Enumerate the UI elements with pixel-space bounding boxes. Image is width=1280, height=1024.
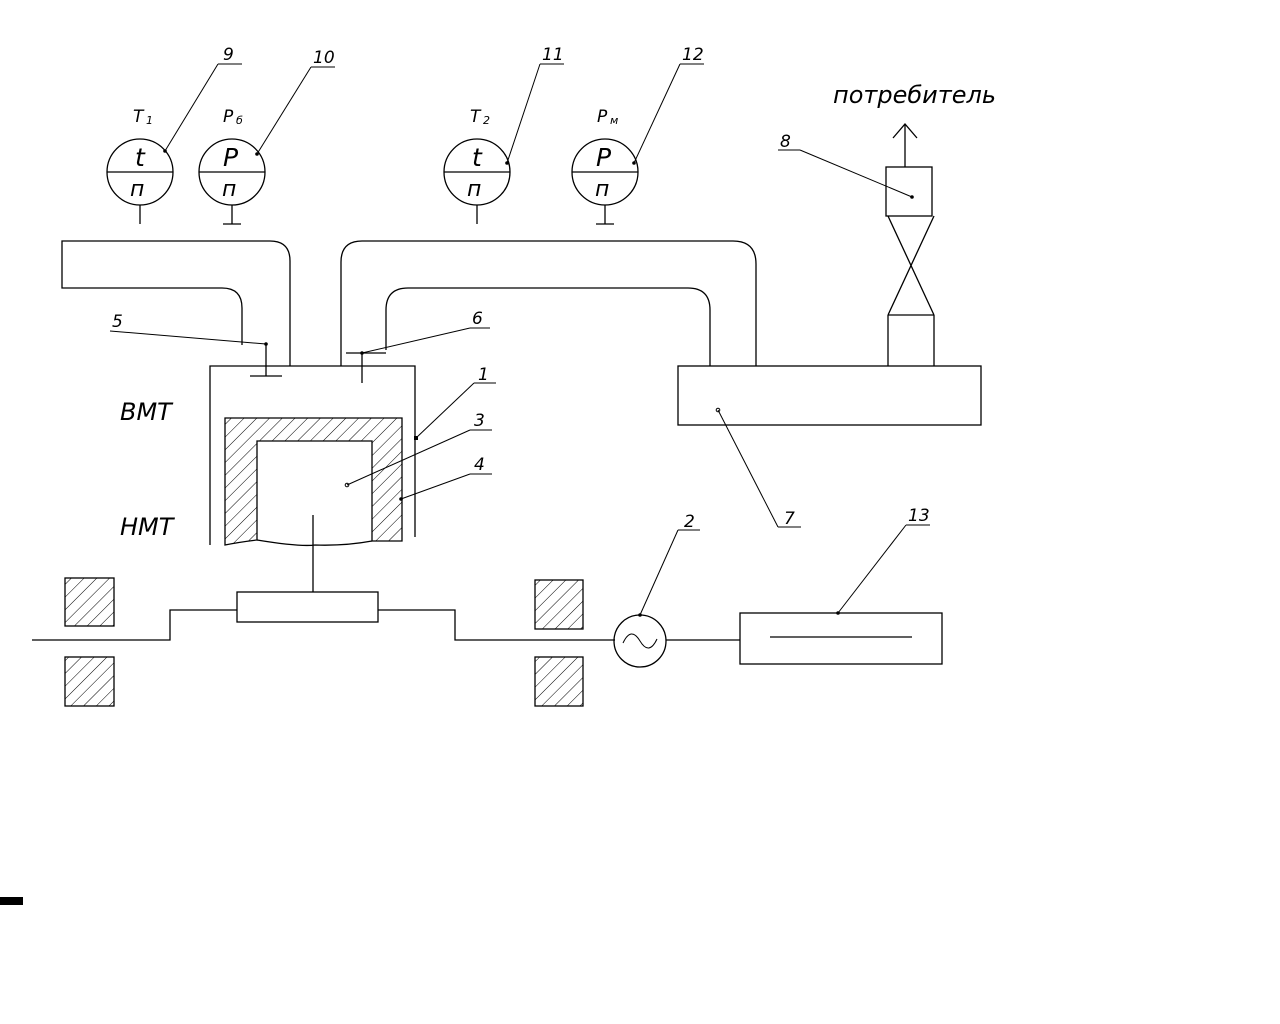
gauge-t2-name: T (470, 107, 482, 127)
callout-label-4: 4 (474, 455, 485, 475)
callout-label-7: 7 (784, 509, 795, 529)
gauge-pm: P п P м (571, 107, 639, 225)
arrow-up-icon (892, 123, 918, 139)
gauge-t2: t п T 2 (443, 107, 511, 224)
gauge-pb: P п P б (198, 107, 266, 225)
gauge-pm-top-symbol: P (596, 143, 612, 172)
callout-3: 3 (344, 411, 492, 488)
callout-4: 4 (399, 455, 492, 501)
callout-label-5: 5 (112, 312, 123, 332)
piston (256, 515, 373, 592)
callout-label-12: 12 (682, 45, 704, 65)
gauge-t1-name: T (133, 107, 145, 127)
callout-8: 8 (778, 132, 914, 199)
gauge-pb-name: P (223, 107, 234, 127)
piston-insulation (224, 417, 403, 546)
generator (613, 614, 667, 668)
cylinder (209, 365, 416, 545)
callout-label-3: 3 (474, 411, 485, 431)
gauge-pb-subscript: б (236, 114, 243, 127)
callout-label-13: 13 (908, 506, 930, 526)
edge-marker (0, 897, 23, 905)
callout-11: 11 (505, 45, 564, 165)
receiver (677, 365, 982, 426)
callout-5: 5 (109, 312, 268, 346)
callout-label-9: 9 (223, 45, 234, 65)
crankshaft (32, 591, 740, 641)
tdc-label: ВМТ (120, 398, 174, 426)
consumer-line (885, 124, 935, 366)
callout-label-8: 8 (780, 132, 791, 152)
bearing-supports (64, 577, 584, 707)
exhaust-valve (346, 352, 386, 383)
gauge-pm-subscript: м (610, 114, 618, 127)
callout-label-1: 1 (478, 365, 489, 385)
gauge-pb-top-symbol: P (223, 143, 239, 172)
callout-13: 13 (836, 506, 930, 615)
intake-pipe (61, 240, 291, 366)
gauge-t1-subscript: 1 (146, 114, 153, 127)
load-resistor (739, 612, 943, 665)
callout-2: 2 (638, 512, 700, 617)
gauge-pb-bottom-symbol: п (222, 177, 236, 202)
intake-valve (250, 344, 282, 377)
callout-9: 9 (163, 45, 242, 153)
callout-7: 7 (715, 407, 801, 529)
gauge-t2-top-symbol: t (472, 143, 483, 172)
gauge-t2-bottom-symbol: п (467, 177, 481, 202)
bdc-label: НМТ (120, 513, 176, 541)
gauge-t2-subscript: 2 (483, 114, 490, 127)
gauge-pm-bottom-symbol: п (595, 177, 609, 202)
callout-label-6: 6 (472, 309, 483, 329)
callout-label-10: 10 (313, 48, 335, 68)
gauge-t1-bottom-symbol: п (130, 177, 144, 202)
callout-6: 6 (360, 309, 490, 355)
gauge-t1: t п T 1 (106, 107, 174, 224)
exhaust-pipe (340, 240, 757, 366)
callout-10: 10 (255, 48, 335, 156)
gauge-t1-top-symbol: t (135, 143, 146, 172)
consumer-label: потребитель (833, 81, 996, 109)
callout-1: 1 (414, 365, 496, 440)
callout-label-11: 11 (542, 45, 564, 65)
callout-12: 12 (632, 45, 704, 165)
gauge-pm-name: P (597, 107, 608, 127)
callout-label-2: 2 (684, 512, 695, 532)
